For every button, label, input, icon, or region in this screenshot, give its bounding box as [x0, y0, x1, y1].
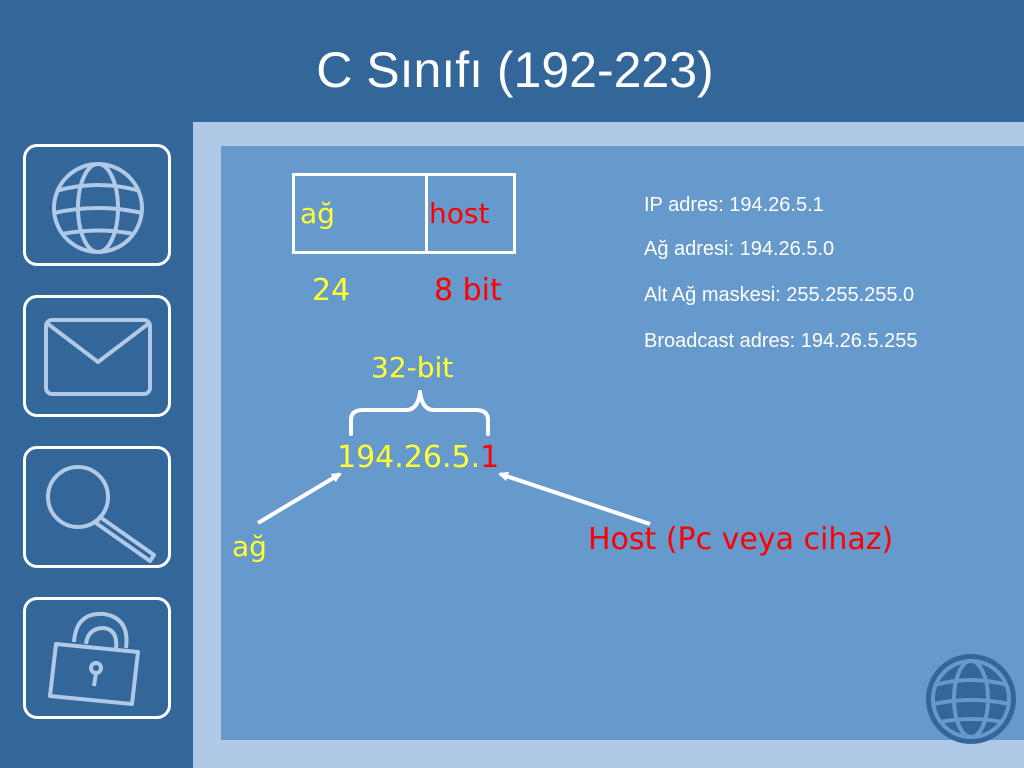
content-panel — [221, 146, 1024, 740]
network-arrow — [256, 472, 342, 525]
host-bits-label: 8 bit — [434, 273, 502, 308]
box-host-label: host — [429, 197, 490, 230]
envelope-icon — [44, 318, 152, 396]
network-pointer-label: ağ — [232, 530, 267, 563]
globe-icon — [52, 162, 144, 254]
globe-icon-tile — [23, 144, 171, 266]
padlock-icon — [48, 611, 140, 706]
box-network-label: ağ — [300, 197, 335, 230]
info-network-address: Ağ adresi: 194.26.5.0 — [644, 238, 835, 260]
info-ip-address: IP adres: 194.26.5.1 — [644, 194, 824, 216]
envelope-icon-tile — [23, 295, 171, 417]
network-bits-label: 24 — [312, 273, 351, 308]
total-bits-label: 32-bit — [371, 351, 454, 384]
host-arrow — [498, 471, 651, 526]
slide-title: C Sınıfı (192-223) — [316, 42, 714, 98]
padlock-icon-tile — [23, 597, 171, 719]
corner-globe-icon — [926, 654, 1016, 744]
magnifier-icon-tile — [23, 446, 171, 568]
info-broadcast-address: Broadcast adres: 194.26.5.255 — [644, 330, 918, 352]
magnifier-icon — [46, 465, 156, 563]
ip-network-part: 194.26.5. — [337, 440, 481, 475]
ip-structure-box — [292, 173, 516, 254]
info-subnet-mask: Alt Ağ maskesi: 255.255.255.0 — [644, 284, 915, 306]
box-divider — [425, 176, 428, 251]
ip-host-part: 1 — [480, 440, 500, 475]
bit-brace — [349, 390, 490, 436]
ip-address: 194.26.5.1 — [337, 440, 499, 475]
host-pointer-label: Host (Pc veya cihaz) — [588, 522, 894, 557]
